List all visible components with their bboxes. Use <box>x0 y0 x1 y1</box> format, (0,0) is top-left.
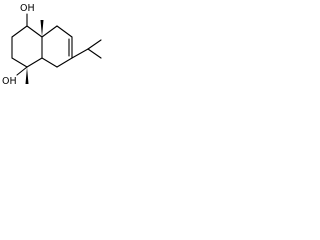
bond-c4-c4a <box>26 57 43 68</box>
wedge-bond-bottom-methyl <box>25 67 29 84</box>
bond-c6-c5 <box>56 57 73 68</box>
bond-c4-bottom-hydroxyl <box>16 66 28 76</box>
bond-isopropyl-methyl-up <box>87 39 102 50</box>
bond-isopropyl-methyl-down <box>87 48 102 59</box>
top-hydroxyl-label: OH <box>20 3 35 14</box>
wedge-bond-top-methyl <box>40 20 44 37</box>
bottom-hydroxyl-label: OH <box>2 76 17 87</box>
bond-c8-c7 <box>56 25 73 38</box>
bond-c3-c4 <box>11 57 28 68</box>
bond-c8a-c8 <box>41 25 58 38</box>
bond-c1-c2 <box>11 25 28 38</box>
molecule-structure: OH OH <box>2 3 102 87</box>
bond-c8a-c1 <box>26 25 43 38</box>
bond-c5-c4a <box>41 57 58 68</box>
bond-c6-isopropyl <box>71 48 89 59</box>
